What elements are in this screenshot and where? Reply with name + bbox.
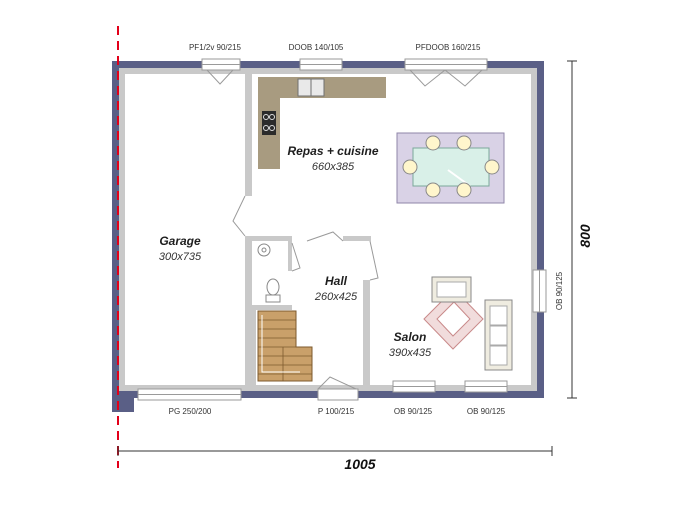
room-name-repas: Repas + cuisine bbox=[287, 144, 378, 158]
label-pg-bottom: PG 250/200 bbox=[169, 407, 212, 416]
door-swings bbox=[206, 69, 483, 390]
windows bbox=[137, 58, 547, 401]
room-name-garage: Garage bbox=[159, 234, 201, 248]
label-p-bottom: P 100/215 bbox=[318, 407, 355, 416]
dimension-lines bbox=[117, 60, 577, 456]
coffee-table bbox=[436, 301, 471, 337]
stairs bbox=[257, 310, 313, 382]
dimension-height: 800 bbox=[577, 224, 593, 248]
room-dims-salon: 390x435 bbox=[389, 347, 432, 359]
kitchen-counter bbox=[258, 77, 386, 169]
label-ob-bottom-1: OB 90/125 bbox=[394, 407, 433, 416]
cooktop-icon bbox=[262, 111, 276, 135]
room-dims-repas: 660x385 bbox=[312, 161, 355, 173]
label-doob-top: DOOB 140/105 bbox=[289, 43, 344, 52]
dimension-width: 1005 bbox=[344, 456, 375, 472]
wc-fixtures bbox=[257, 243, 281, 303]
room-dims-hall: 260x425 bbox=[314, 291, 358, 303]
room-dims-garage: 300x735 bbox=[159, 251, 202, 263]
inner-walls bbox=[119, 68, 537, 391]
toilet-icon bbox=[265, 294, 281, 303]
washbasin-icon bbox=[257, 243, 271, 257]
label-pfdoob-top: PFDOOB 160/215 bbox=[416, 43, 481, 52]
label-ob-right: OB 90/125 bbox=[555, 271, 564, 310]
room-name-salon: Salon bbox=[394, 330, 427, 344]
label-ob-bottom-2: OB 90/125 bbox=[467, 407, 506, 416]
room-name-hall: Hall bbox=[325, 274, 348, 288]
label-pf-top: PF1/2v 90/215 bbox=[189, 43, 242, 52]
salon-furniture bbox=[423, 276, 513, 371]
dining-table bbox=[396, 132, 505, 204]
